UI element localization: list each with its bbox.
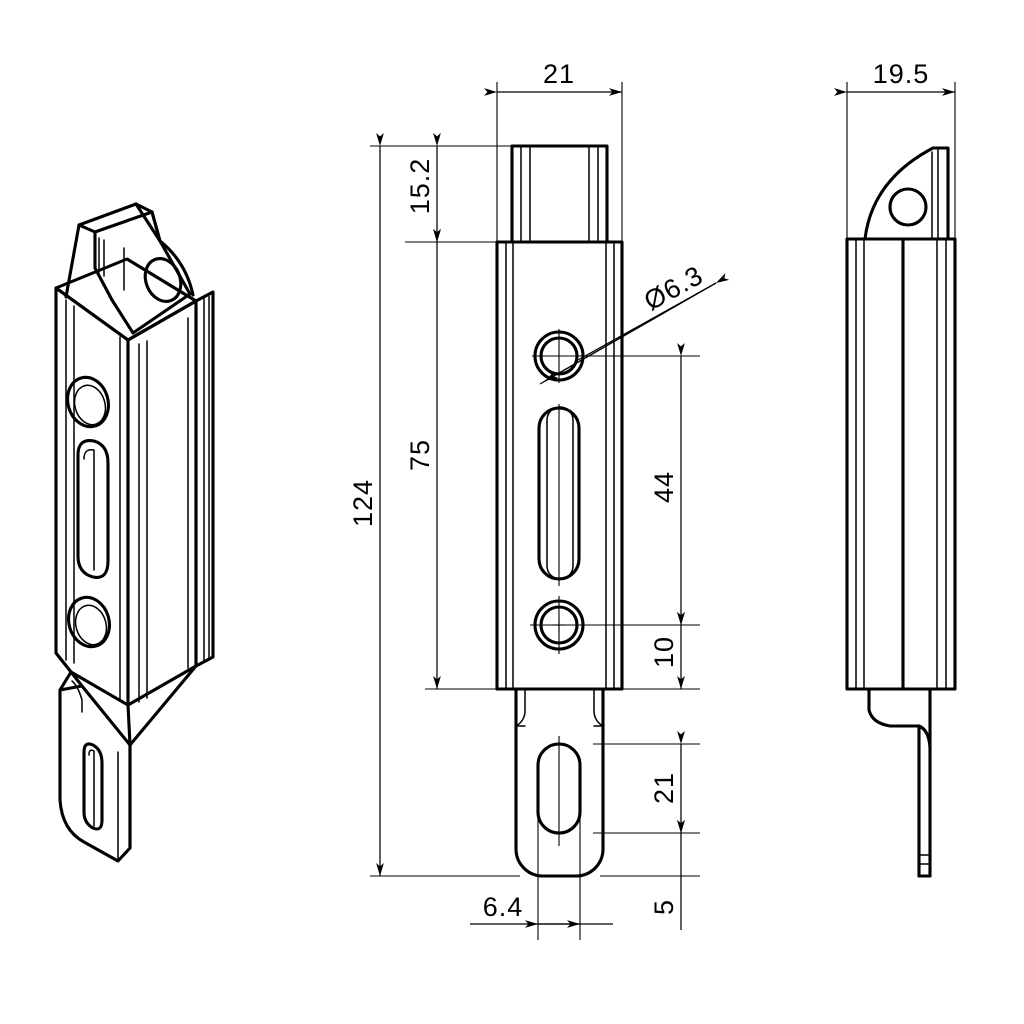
dim-label-6-4: 6.4	[483, 892, 524, 922]
side-view	[845, 146, 957, 878]
front-top-tab	[510, 144, 609, 244]
dim-label-15-2: 15.2	[405, 158, 435, 215]
iso-lower-hole	[67, 595, 111, 649]
iso-body	[54, 257, 215, 707]
dim-label-5: 5	[649, 899, 679, 915]
front-tail	[514, 687, 605, 878]
side-nose	[863, 146, 950, 241]
dim-width-front: 21	[484, 59, 623, 244]
side-body	[845, 237, 957, 691]
dim-label-44: 44	[649, 471, 679, 503]
dim-slot-to-hole: 44	[586, 343, 700, 626]
iso-main-slot	[76, 439, 110, 579]
dim-label-75: 75	[405, 439, 435, 471]
dim-label-21: 21	[543, 59, 575, 89]
side-pivot-hole	[888, 187, 928, 227]
dim-tail-slot-width: 6.4	[470, 780, 613, 940]
front-view	[495, 144, 624, 878]
isometric-view	[54, 202, 215, 863]
iso-groove-lines	[65, 295, 210, 703]
iso-tail	[58, 664, 198, 863]
dim-label-10: 10	[649, 636, 679, 668]
dim-tail-slot-length: 21	[593, 731, 700, 834]
dim-label-tail-21: 21	[649, 772, 679, 804]
iso-top-cap	[64, 202, 195, 335]
dim-label-124: 124	[348, 479, 378, 527]
front-main-slot	[537, 404, 581, 586]
dim-body-length: 75	[405, 229, 516, 690]
dim-label-19-5: 19.5	[873, 59, 930, 89]
dim-tail-end-offset: 5	[593, 820, 700, 930]
front-lower-hole	[530, 596, 588, 654]
dim-lower-hole-offset: 10	[588, 612, 700, 690]
dim-top-tab: 15.2	[405, 133, 512, 243]
front-upper-hole	[532, 329, 586, 383]
iso-upper-hole	[66, 375, 110, 429]
side-tail	[867, 687, 932, 878]
dim-overall-length: 124	[348, 133, 520, 877]
front-body	[495, 240, 624, 691]
iso-pivot-hole	[143, 257, 183, 303]
dim-hole-diameter: Ø6.3	[539, 260, 730, 385]
dim-width-side: 19.5	[834, 59, 956, 241]
